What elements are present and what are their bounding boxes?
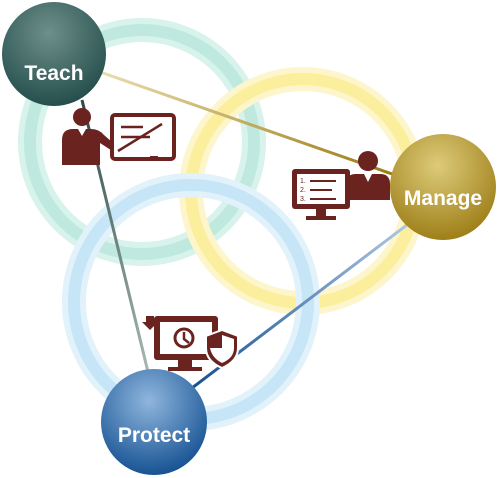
teacher-whiteboard-icon [62, 108, 176, 165]
restore-monitor-shield-icon [142, 316, 239, 371]
list-number-3: 3. [300, 196, 306, 203]
list-number-1: 1. [300, 178, 306, 185]
presenter-monitor-list-icon: 1. 2. 3. [292, 151, 390, 220]
node-manage-label: Manage [404, 187, 482, 210]
ring-teach [18, 18, 266, 266]
list-number-2: 2. [300, 187, 306, 194]
node-teach-label: Teach [24, 62, 83, 85]
node-manage[interactable]: Manage [390, 134, 496, 240]
node-protect[interactable]: Protect [101, 369, 207, 475]
node-protect-label: Protect [118, 424, 190, 447]
connector-teach-manage [99, 70, 396, 177]
node-teach[interactable]: Teach [2, 2, 106, 106]
